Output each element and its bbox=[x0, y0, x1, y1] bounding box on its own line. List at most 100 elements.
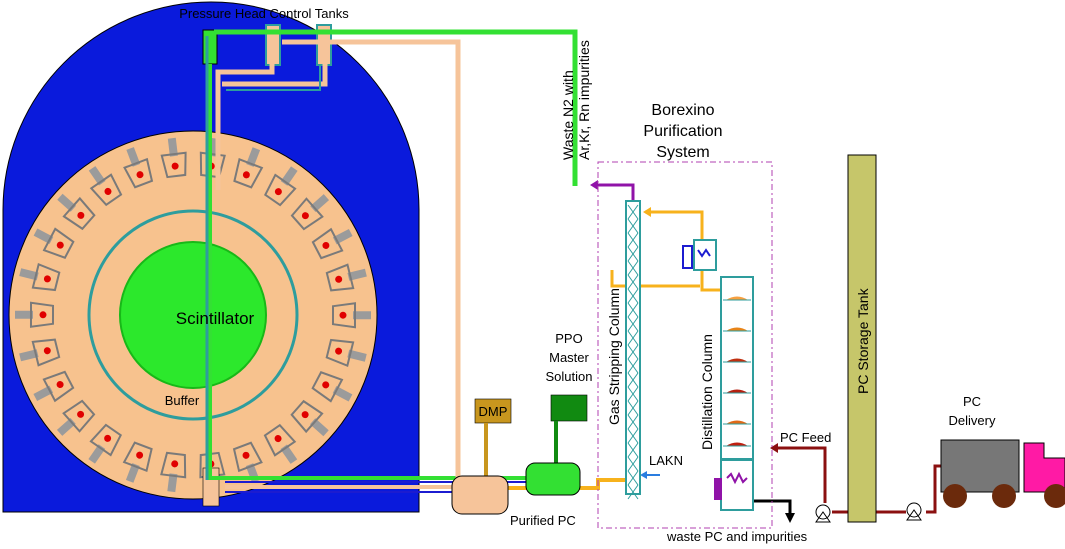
packing-segment bbox=[627, 246, 639, 262]
waste-n2-arrow bbox=[590, 180, 598, 190]
distillation-tray bbox=[726, 296, 748, 300]
packing-segment bbox=[627, 358, 639, 374]
dmp-tank bbox=[474, 398, 512, 424]
buffer-pipe-a bbox=[215, 64, 275, 190]
condenser-coolant bbox=[682, 245, 693, 269]
pmt bbox=[122, 441, 153, 483]
ppo-label-line1: PPO bbox=[555, 331, 582, 346]
packing-segment bbox=[627, 400, 639, 416]
distillation-tray bbox=[726, 358, 748, 362]
packing-segment bbox=[627, 218, 639, 234]
distillation-label: Distillation Column bbox=[699, 334, 715, 450]
packing-segment bbox=[627, 330, 639, 346]
packing-segment bbox=[627, 232, 639, 248]
buffer-mixing-vessel bbox=[451, 475, 509, 515]
distillate-arrow bbox=[643, 207, 651, 217]
delivery-label-line2: Delivery bbox=[949, 413, 996, 428]
purified-pc-label: Purified PC bbox=[510, 513, 576, 528]
pc-feed-arrow bbox=[770, 443, 778, 453]
teal-pipe-b bbox=[226, 64, 321, 91]
inner-vessel-ring bbox=[87, 209, 299, 421]
dmp-label: DMP bbox=[479, 404, 508, 419]
distillation-tray bbox=[726, 442, 748, 446]
distillation-tray bbox=[726, 327, 748, 331]
pmt bbox=[56, 399, 96, 436]
storage-tank-label: PC Storage Tank bbox=[855, 287, 871, 394]
packing-segment bbox=[627, 484, 639, 500]
pmt bbox=[88, 166, 123, 207]
purification-system-boundary bbox=[597, 161, 773, 529]
distillation-column bbox=[720, 276, 754, 460]
pmt bbox=[311, 227, 353, 260]
distillation-tray bbox=[726, 389, 748, 393]
pmt bbox=[19, 338, 61, 367]
pmt bbox=[33, 370, 75, 403]
delivery-label-line1: PC bbox=[963, 394, 981, 409]
waste-n2-label-line2: Ar,Kr, Rn impurities bbox=[576, 40, 592, 160]
scintillator-line bbox=[214, 29, 578, 186]
pmt bbox=[123, 147, 154, 189]
buffer-pipe-b bbox=[222, 64, 328, 87]
system-label-line3: System bbox=[656, 144, 709, 161]
waste-pc-label: waste PC and impurities bbox=[666, 529, 808, 544]
pmt bbox=[263, 166, 298, 207]
pmt bbox=[263, 423, 298, 464]
pmt bbox=[290, 194, 330, 231]
packing-segment bbox=[627, 302, 639, 318]
scintillator-return-line bbox=[208, 64, 526, 480]
lakn-arrow bbox=[640, 471, 647, 479]
packing-segment bbox=[627, 386, 639, 402]
delivery-truck bbox=[940, 439, 1065, 508]
packing-segment bbox=[627, 204, 639, 220]
waste-n2-line bbox=[596, 183, 635, 201]
scintillator-vessel bbox=[119, 241, 267, 389]
scintillator-mixing-vessel bbox=[525, 462, 581, 496]
packing-segment bbox=[627, 470, 639, 486]
distillate-line-c bbox=[610, 270, 700, 288]
packing-segment bbox=[627, 288, 639, 304]
control-tanks-label: Pressure Head Control Tanks bbox=[179, 6, 349, 21]
distillate-line-a bbox=[645, 210, 704, 248]
pmt bbox=[19, 263, 61, 292]
pmt bbox=[325, 338, 367, 367]
pmt bbox=[290, 399, 329, 437]
distillation-tray bbox=[726, 420, 748, 424]
packing-segment bbox=[627, 260, 639, 276]
packing-segment bbox=[627, 372, 639, 388]
condenser-coil bbox=[697, 248, 711, 258]
pmt bbox=[160, 451, 187, 493]
pc-feed-line bbox=[775, 446, 827, 503]
packing-segment bbox=[627, 316, 639, 332]
pmt bbox=[331, 302, 372, 329]
system-label-line2: Purification bbox=[643, 123, 722, 140]
pmt bbox=[325, 263, 367, 292]
reboiler-heater bbox=[714, 478, 722, 500]
pc-feed-label: PC Feed bbox=[780, 430, 831, 445]
pc-storage-tank bbox=[847, 154, 877, 523]
condenser bbox=[693, 239, 717, 271]
pmt bbox=[233, 147, 264, 189]
pmt bbox=[57, 193, 96, 231]
pmt bbox=[88, 423, 123, 464]
ppo-label-line2: Master bbox=[549, 350, 589, 365]
buffer-pipe-c bbox=[282, 39, 461, 486]
packing-segment bbox=[627, 456, 639, 472]
waste-n2-label-line1: Waste N2 with bbox=[560, 70, 576, 160]
ppo-label-line3: Solution bbox=[546, 369, 593, 384]
gas-stripping-label: Gas Stripping Column bbox=[606, 288, 622, 425]
column-packing bbox=[627, 204, 639, 500]
packing-segment bbox=[627, 428, 639, 444]
truck-line bbox=[926, 464, 944, 514]
pmt bbox=[14, 301, 55, 328]
packing-segment bbox=[627, 442, 639, 458]
control-tank-scintillator bbox=[202, 29, 218, 65]
pmt bbox=[33, 227, 75, 259]
delivery-pump bbox=[906, 502, 922, 521]
reboiler-coil bbox=[726, 471, 748, 485]
packing-segment bbox=[627, 344, 639, 360]
gas-stripping-column bbox=[625, 200, 641, 495]
feed-pump bbox=[815, 504, 831, 523]
pmt bbox=[311, 371, 353, 403]
ppo-tank bbox=[550, 394, 588, 422]
